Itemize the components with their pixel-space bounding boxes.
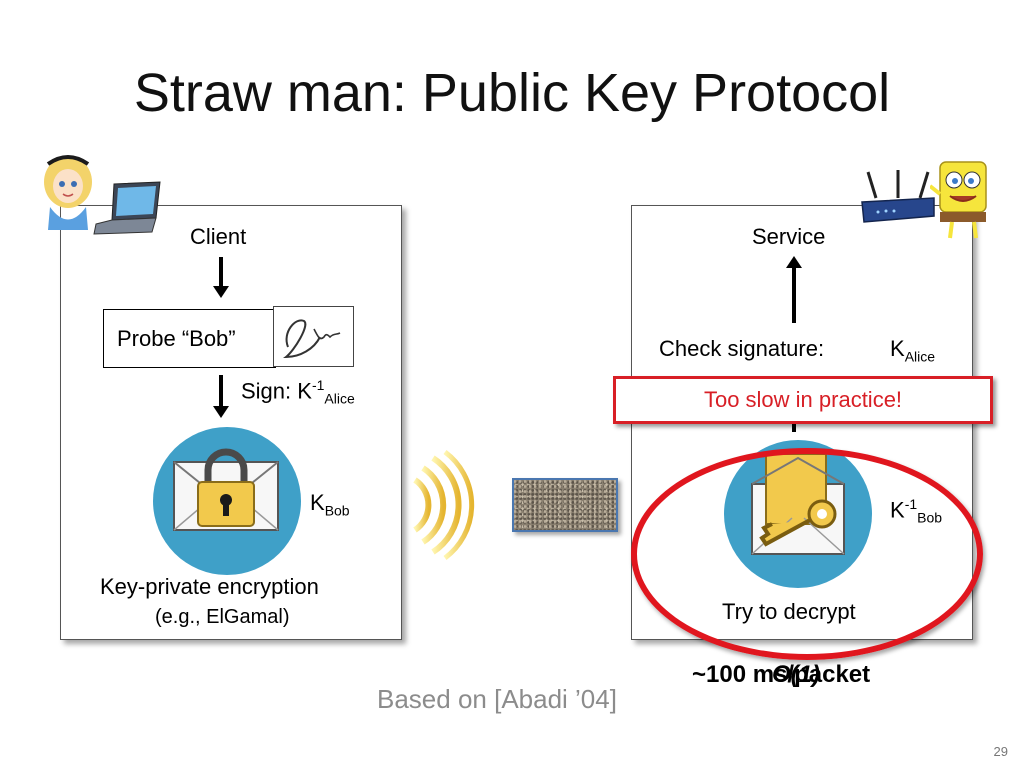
wireless-router-icon: [861, 170, 935, 223]
client-header: Client: [190, 224, 247, 249]
sign-key-sup: -1: [311, 377, 325, 393]
spongebob-character-icon: [930, 161, 987, 239]
locked-envelope-icon: [173, 448, 279, 531]
client-caption-line1: Key-private encryption: [100, 574, 319, 599]
check-key-sub: Alice: [904, 348, 936, 365]
sign-label: Sign: K-1Alice: [241, 377, 355, 407]
constant-cost-text: O(1): [772, 661, 820, 688]
alice-signature-image: [273, 306, 354, 367]
probe-box: [103, 309, 276, 368]
probe-label: Probe “Bob”: [117, 326, 236, 351]
client-key-prefix: K: [310, 490, 325, 515]
client-key-sub: Bob: [324, 502, 350, 519]
slide-title: Straw man: Public Key Protocol: [133, 63, 891, 123]
arrow-to-service-head: [786, 256, 802, 268]
check-key-prefix: K: [890, 336, 905, 361]
service-header: Service: [752, 224, 826, 249]
arrow-to-service: [792, 267, 796, 323]
too-slow-warning: Too slow in practice!: [613, 376, 993, 424]
cost-per-packet-text: ~100 ms/packet: [692, 661, 871, 688]
arrow-probe-to-lock-head: [213, 406, 229, 418]
alice-character-icon: [44, 155, 92, 230]
arrow-decrypt-to-check: [792, 418, 796, 432]
client-key-label: KBob: [310, 490, 350, 518]
arrow-client-to-probe: [219, 257, 223, 287]
page-number: 29: [993, 744, 1008, 759]
check-signature-label: Check signature:: [659, 336, 825, 361]
citation-footnote: Based on [Abadi ’04]: [377, 684, 617, 714]
check-key-label: KAlice: [890, 336, 935, 364]
laptop-icon: [93, 181, 161, 235]
decrypt-highlight-ellipse: [631, 448, 983, 660]
wireless-signal-icon: [413, 450, 475, 560]
sign-key-prefix: Sign: K: [241, 378, 312, 404]
client-caption-line2: (e.g., ElGamal): [155, 606, 290, 628]
sign-key-sub: Alice: [324, 390, 355, 407]
encrypted-packet: [512, 478, 618, 532]
arrow-client-to-probe-head: [213, 286, 229, 298]
arrow-probe-to-lock: [219, 375, 223, 407]
